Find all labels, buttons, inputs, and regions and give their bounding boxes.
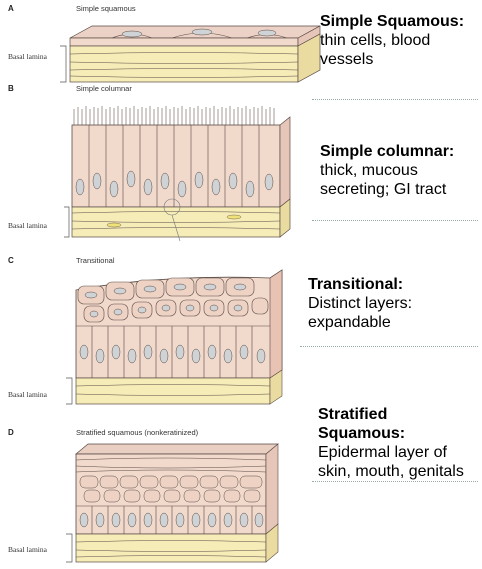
panel-letter-c: C bbox=[8, 256, 14, 265]
description-transitional: Transitional: Distinct layers: expandable bbox=[308, 275, 473, 332]
basal-lamina-label-d: Basal lamina bbox=[8, 545, 47, 554]
panel-title-simple-columnar: Simple columnar bbox=[76, 84, 132, 93]
panel-title-simple-squamous: Simple squamous bbox=[76, 4, 136, 13]
description-simple-squamous: Simple Squamous: thin cells, blood vesse… bbox=[320, 12, 470, 69]
text-simple-columnar: thick, mucous secreting; GI tract bbox=[320, 162, 446, 198]
term-simple-squamous: Simple Squamous: bbox=[320, 13, 464, 30]
text-transitional: Distinct layers: expandable bbox=[308, 295, 412, 331]
panel-letter-a: A bbox=[8, 4, 14, 13]
panel-letter-d: D bbox=[8, 428, 14, 437]
text-simple-squamous: thin cells, blood vessels bbox=[320, 32, 430, 68]
separator-4 bbox=[312, 481, 478, 482]
simple-columnar-illustration bbox=[64, 95, 294, 245]
panel-title-stratified-squamous: Stratified squamous (nonkeratinized) bbox=[76, 428, 198, 437]
basal-lamina-label-b: Basal lamina bbox=[8, 221, 47, 230]
term-simple-columnar: Simple columnar: bbox=[320, 143, 454, 160]
separator-3 bbox=[300, 346, 478, 347]
term-transitional: Transitional: bbox=[308, 276, 403, 293]
term-stratified-squamous: Stratified Squamous: bbox=[318, 406, 405, 442]
text-stratified-squamous: Epidermal layer of skin, mouth, genitals bbox=[318, 444, 464, 480]
simple-squamous-illustration bbox=[62, 20, 322, 90]
description-simple-columnar: Simple columnar: thick, mucous secreting… bbox=[320, 142, 480, 199]
panel-letter-b: B bbox=[8, 84, 14, 93]
description-stratified-squamous: Stratified Squamous:Epidermal layer of s… bbox=[318, 405, 478, 481]
basal-lamina-label-a: Basal lamina bbox=[8, 52, 47, 61]
separator-1 bbox=[312, 99, 478, 100]
transitional-illustration bbox=[64, 268, 294, 408]
separator-2 bbox=[312, 220, 478, 221]
stratified-squamous-illustration bbox=[64, 438, 294, 568]
panel-title-transitional: Transitional bbox=[76, 256, 115, 265]
basal-lamina-label-c: Basal lamina bbox=[8, 390, 47, 399]
